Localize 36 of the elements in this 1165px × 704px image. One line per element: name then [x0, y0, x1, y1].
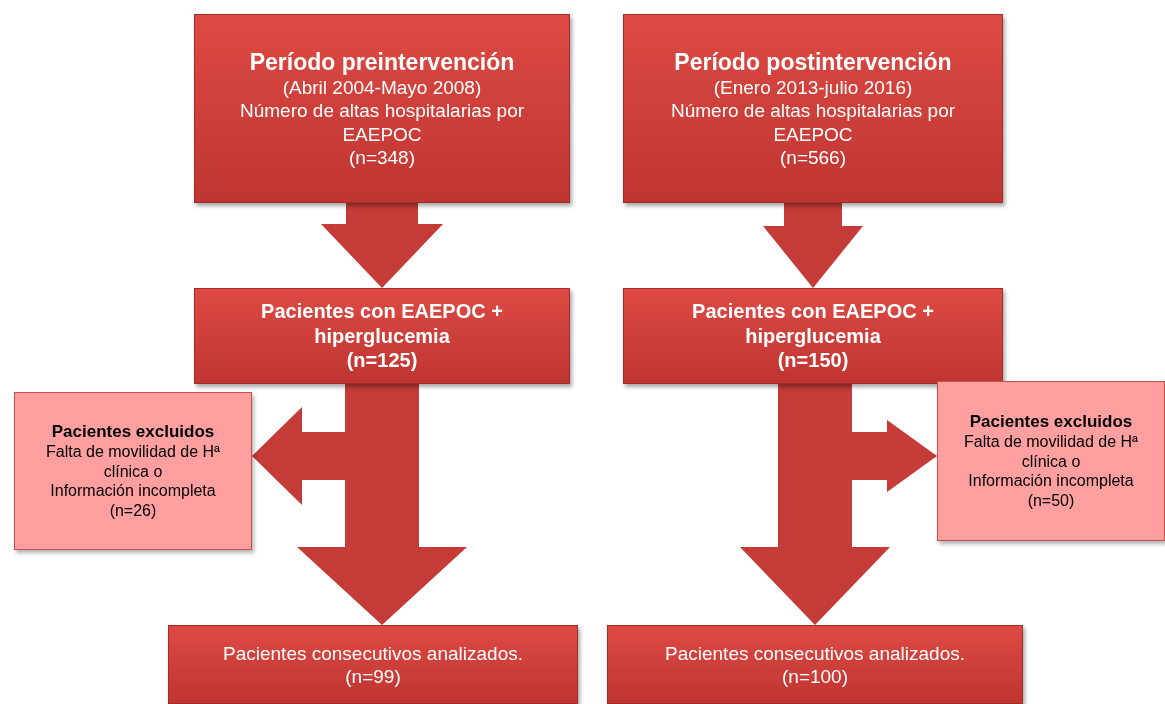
- box-text: Información incompleta: [50, 481, 216, 501]
- box-text: (Abril 2004-Mayo 2008): [282, 76, 482, 100]
- block-arrow: [763, 203, 863, 288]
- exclusion-box: [937, 381, 1165, 541]
- process-box: [623, 14, 1003, 203]
- box-heading: Pacientes consecutivos analizados.: [223, 642, 523, 666]
- box-heading: Pacientes excluidos: [51, 421, 215, 443]
- process-box: [623, 288, 1003, 384]
- box-text: (n=348): [349, 145, 415, 169]
- box-text: (Enero 2013-julio 2016): [713, 76, 913, 100]
- box-text: Número de altas hospitalarias por EAEPOC: [238, 99, 526, 146]
- box-text: (n=150): [777, 348, 849, 373]
- box-heading: Pacientes consecutivos analizados.: [665, 642, 965, 666]
- block-arrow: [321, 203, 443, 288]
- box-heading: Período preintervención: [249, 48, 515, 77]
- box-heading: Período postintervención: [674, 48, 952, 77]
- box-heading: Pacientes excluidos: [969, 411, 1133, 433]
- block-arrow: [297, 384, 467, 625]
- box-text: (n=50): [1027, 490, 1075, 511]
- process-box: [194, 14, 570, 203]
- box-text: Información incompleta: [968, 471, 1134, 491]
- box-text: (n=566): [780, 145, 846, 169]
- box-text: (n=99): [345, 665, 401, 689]
- exclusion-box: [14, 392, 252, 550]
- process-box: [168, 625, 578, 704]
- box-heading: Pacientes con EAEPOC + hiperglucemia: [691, 299, 935, 349]
- box-text: (n=26): [109, 500, 157, 521]
- process-box: [607, 625, 1023, 704]
- box-heading: Pacientes con EAEPOC + hiperglucemia: [260, 299, 504, 349]
- box-text: Falta de movilidad de Hª clínica o: [963, 432, 1139, 472]
- process-box: [194, 288, 570, 384]
- box-text: Número de altas hospitalarias por EAEPOC: [669, 99, 957, 146]
- box-text: (n=125): [346, 348, 418, 373]
- box-text: Falta de movilidad de Hª clínica o: [45, 442, 221, 482]
- box-text: (n=100): [782, 665, 848, 689]
- block-arrow: [740, 384, 890, 625]
